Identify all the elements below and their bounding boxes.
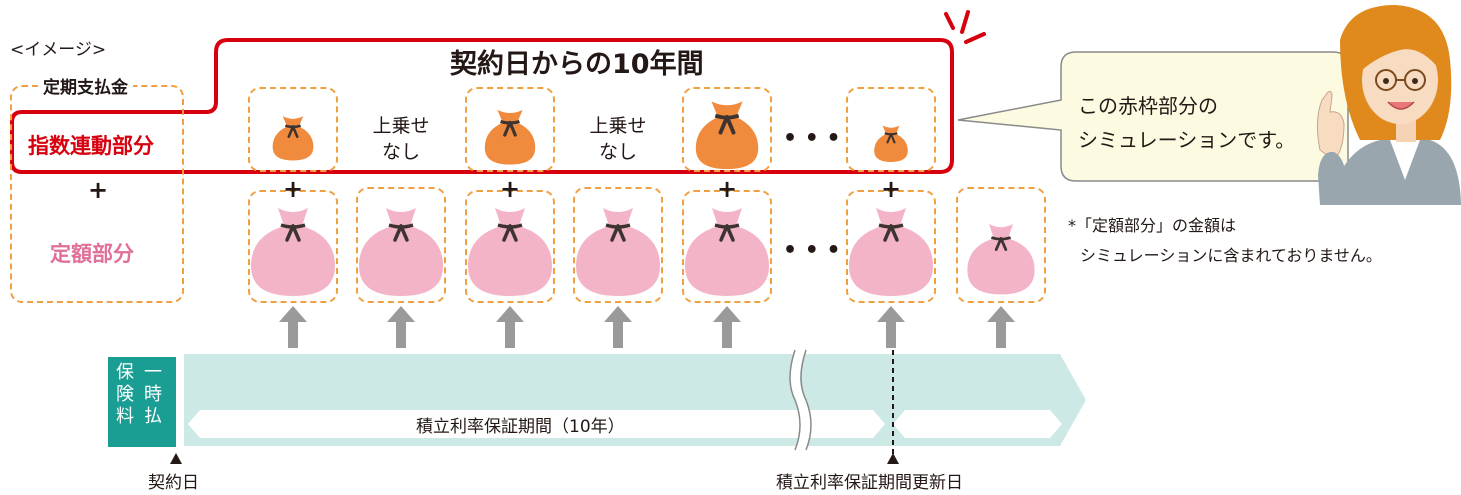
up-arrow-icon xyxy=(279,306,307,348)
ellipsis-index: • • • xyxy=(783,126,841,151)
fixed-box-year3 xyxy=(465,190,555,303)
premium-box xyxy=(108,357,176,447)
presenter-woman-illustration xyxy=(1316,5,1461,205)
up-arrow-icon xyxy=(987,306,1015,348)
index-box-year1 xyxy=(248,87,338,172)
guarantee-period-arrow xyxy=(188,410,885,438)
plus-sign: + xyxy=(880,175,902,203)
image-label: <イメージ> xyxy=(10,40,107,60)
plus-sign: + xyxy=(87,176,109,204)
no-bonus-label-year4: 上乗せなし xyxy=(589,115,647,163)
renewal-date-label: 積立利率保証期間更新日 xyxy=(776,473,963,493)
note-line-1: *「定額部分」の金額は xyxy=(1068,216,1237,235)
next-period-arrow xyxy=(893,410,1062,438)
ellipsis-fixed: • • • xyxy=(783,238,841,263)
no-bonus-label-year2: 上乗せなし xyxy=(372,115,430,163)
fixed-box-year4 xyxy=(573,187,663,303)
diagram-title: 契約日からの10年間 xyxy=(450,49,704,80)
index-linked-part-label: 指数連動部分 xyxy=(28,134,154,158)
regular-payment-heading: 定期支払金 xyxy=(38,73,133,98)
fixed-box-year10 xyxy=(846,190,936,303)
plus-sign: + xyxy=(716,175,738,203)
speech-line-1: この赤枠部分の xyxy=(1078,94,1218,118)
fixed-box-year11 xyxy=(956,187,1046,303)
premium-label: 保険料 xyxy=(116,362,134,427)
attention-marks xyxy=(944,10,986,44)
index-box-year10 xyxy=(846,87,936,172)
fixed-box-year2 xyxy=(356,187,446,303)
up-arrow-icon xyxy=(496,306,524,348)
fixed-box-year5 xyxy=(682,190,772,303)
up-arrow-icon xyxy=(713,306,741,348)
index-box-year5 xyxy=(682,87,772,172)
plus-sign: + xyxy=(282,175,304,203)
guarantee-period-label: 積立利率保証期間（10年） xyxy=(416,417,625,437)
up-arrow-icon xyxy=(604,306,632,348)
fixed-box-year1 xyxy=(248,190,338,303)
speech-line-2: シミュレーションです。 xyxy=(1078,128,1296,152)
contract-date-label: 契約日 xyxy=(148,473,199,493)
single-payment-label: 一時払 xyxy=(144,362,162,427)
note-line-2: シミュレーションに含まれておりません。 xyxy=(1080,246,1382,265)
index-box-year3 xyxy=(465,87,555,172)
up-arrow-icon xyxy=(877,306,905,348)
renewal-marker-icon xyxy=(887,453,899,464)
fixed-amount-part-label: 定額部分 xyxy=(50,242,134,266)
start-marker-icon xyxy=(170,453,182,464)
plus-sign: + xyxy=(499,175,521,203)
up-arrow-icon xyxy=(387,306,415,348)
